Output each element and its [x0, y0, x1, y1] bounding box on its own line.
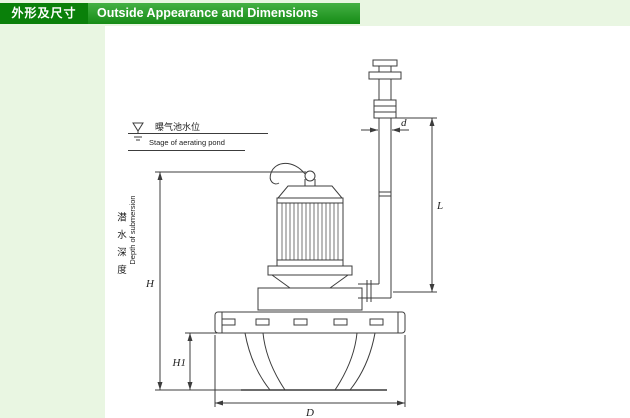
motor-flange — [267, 265, 353, 276]
dim-label-L: L — [436, 200, 443, 212]
base-stand — [214, 311, 406, 391]
section-header: 外形及尺寸 Outside Appearance and Dimensions — [0, 3, 360, 24]
pump-body — [257, 162, 363, 311]
dimension-H: H — [145, 171, 306, 391]
air-pipe — [358, 59, 402, 302]
pipe-coupling — [373, 99, 397, 119]
water-level-label-en: Stage of aerating pond — [149, 138, 225, 147]
depth-of-submersion-label-zh: 潜水深度 — [115, 212, 126, 282]
volute-casing — [257, 287, 363, 311]
dim-label-H: H — [145, 278, 155, 290]
dimension-L: L — [393, 117, 443, 293]
section-title-chinese: 外形及尺寸 — [0, 3, 88, 24]
lifting-cable — [269, 162, 306, 185]
cooling-fins — [281, 203, 339, 260]
base-plate — [214, 311, 406, 334]
pipe-top-cap — [372, 59, 398, 67]
motor-top-cap — [276, 185, 344, 199]
diagram-canvas: 曝气池水位 Stage of aerating pond — [105, 26, 630, 418]
dimension-d: d — [361, 117, 409, 133]
water-level-label-zh: 曝气池水位 — [155, 121, 200, 132]
dim-label-D: D — [305, 407, 314, 418]
dimension-D: D — [214, 335, 406, 418]
dimension-H1: H1 — [172, 332, 217, 390]
lifting-eye — [304, 170, 316, 182]
dim-label-d: d — [401, 117, 407, 129]
pump-dimension-drawing: 曝气池水位 Stage of aerating pond — [128, 59, 443, 418]
section-title-english: Outside Appearance and Dimensions — [88, 3, 360, 24]
water-level-triangle-icon — [132, 122, 144, 132]
stand-legs — [244, 332, 376, 391]
mounting-slots — [221, 318, 384, 326]
water-level-mark: 曝气池水位 Stage of aerating pond — [128, 121, 268, 151]
dim-label-H1: H1 — [172, 357, 186, 369]
depth-of-submersion-label-en: Depth of submersion — [128, 195, 137, 265]
pipe-top-flange — [368, 71, 402, 80]
